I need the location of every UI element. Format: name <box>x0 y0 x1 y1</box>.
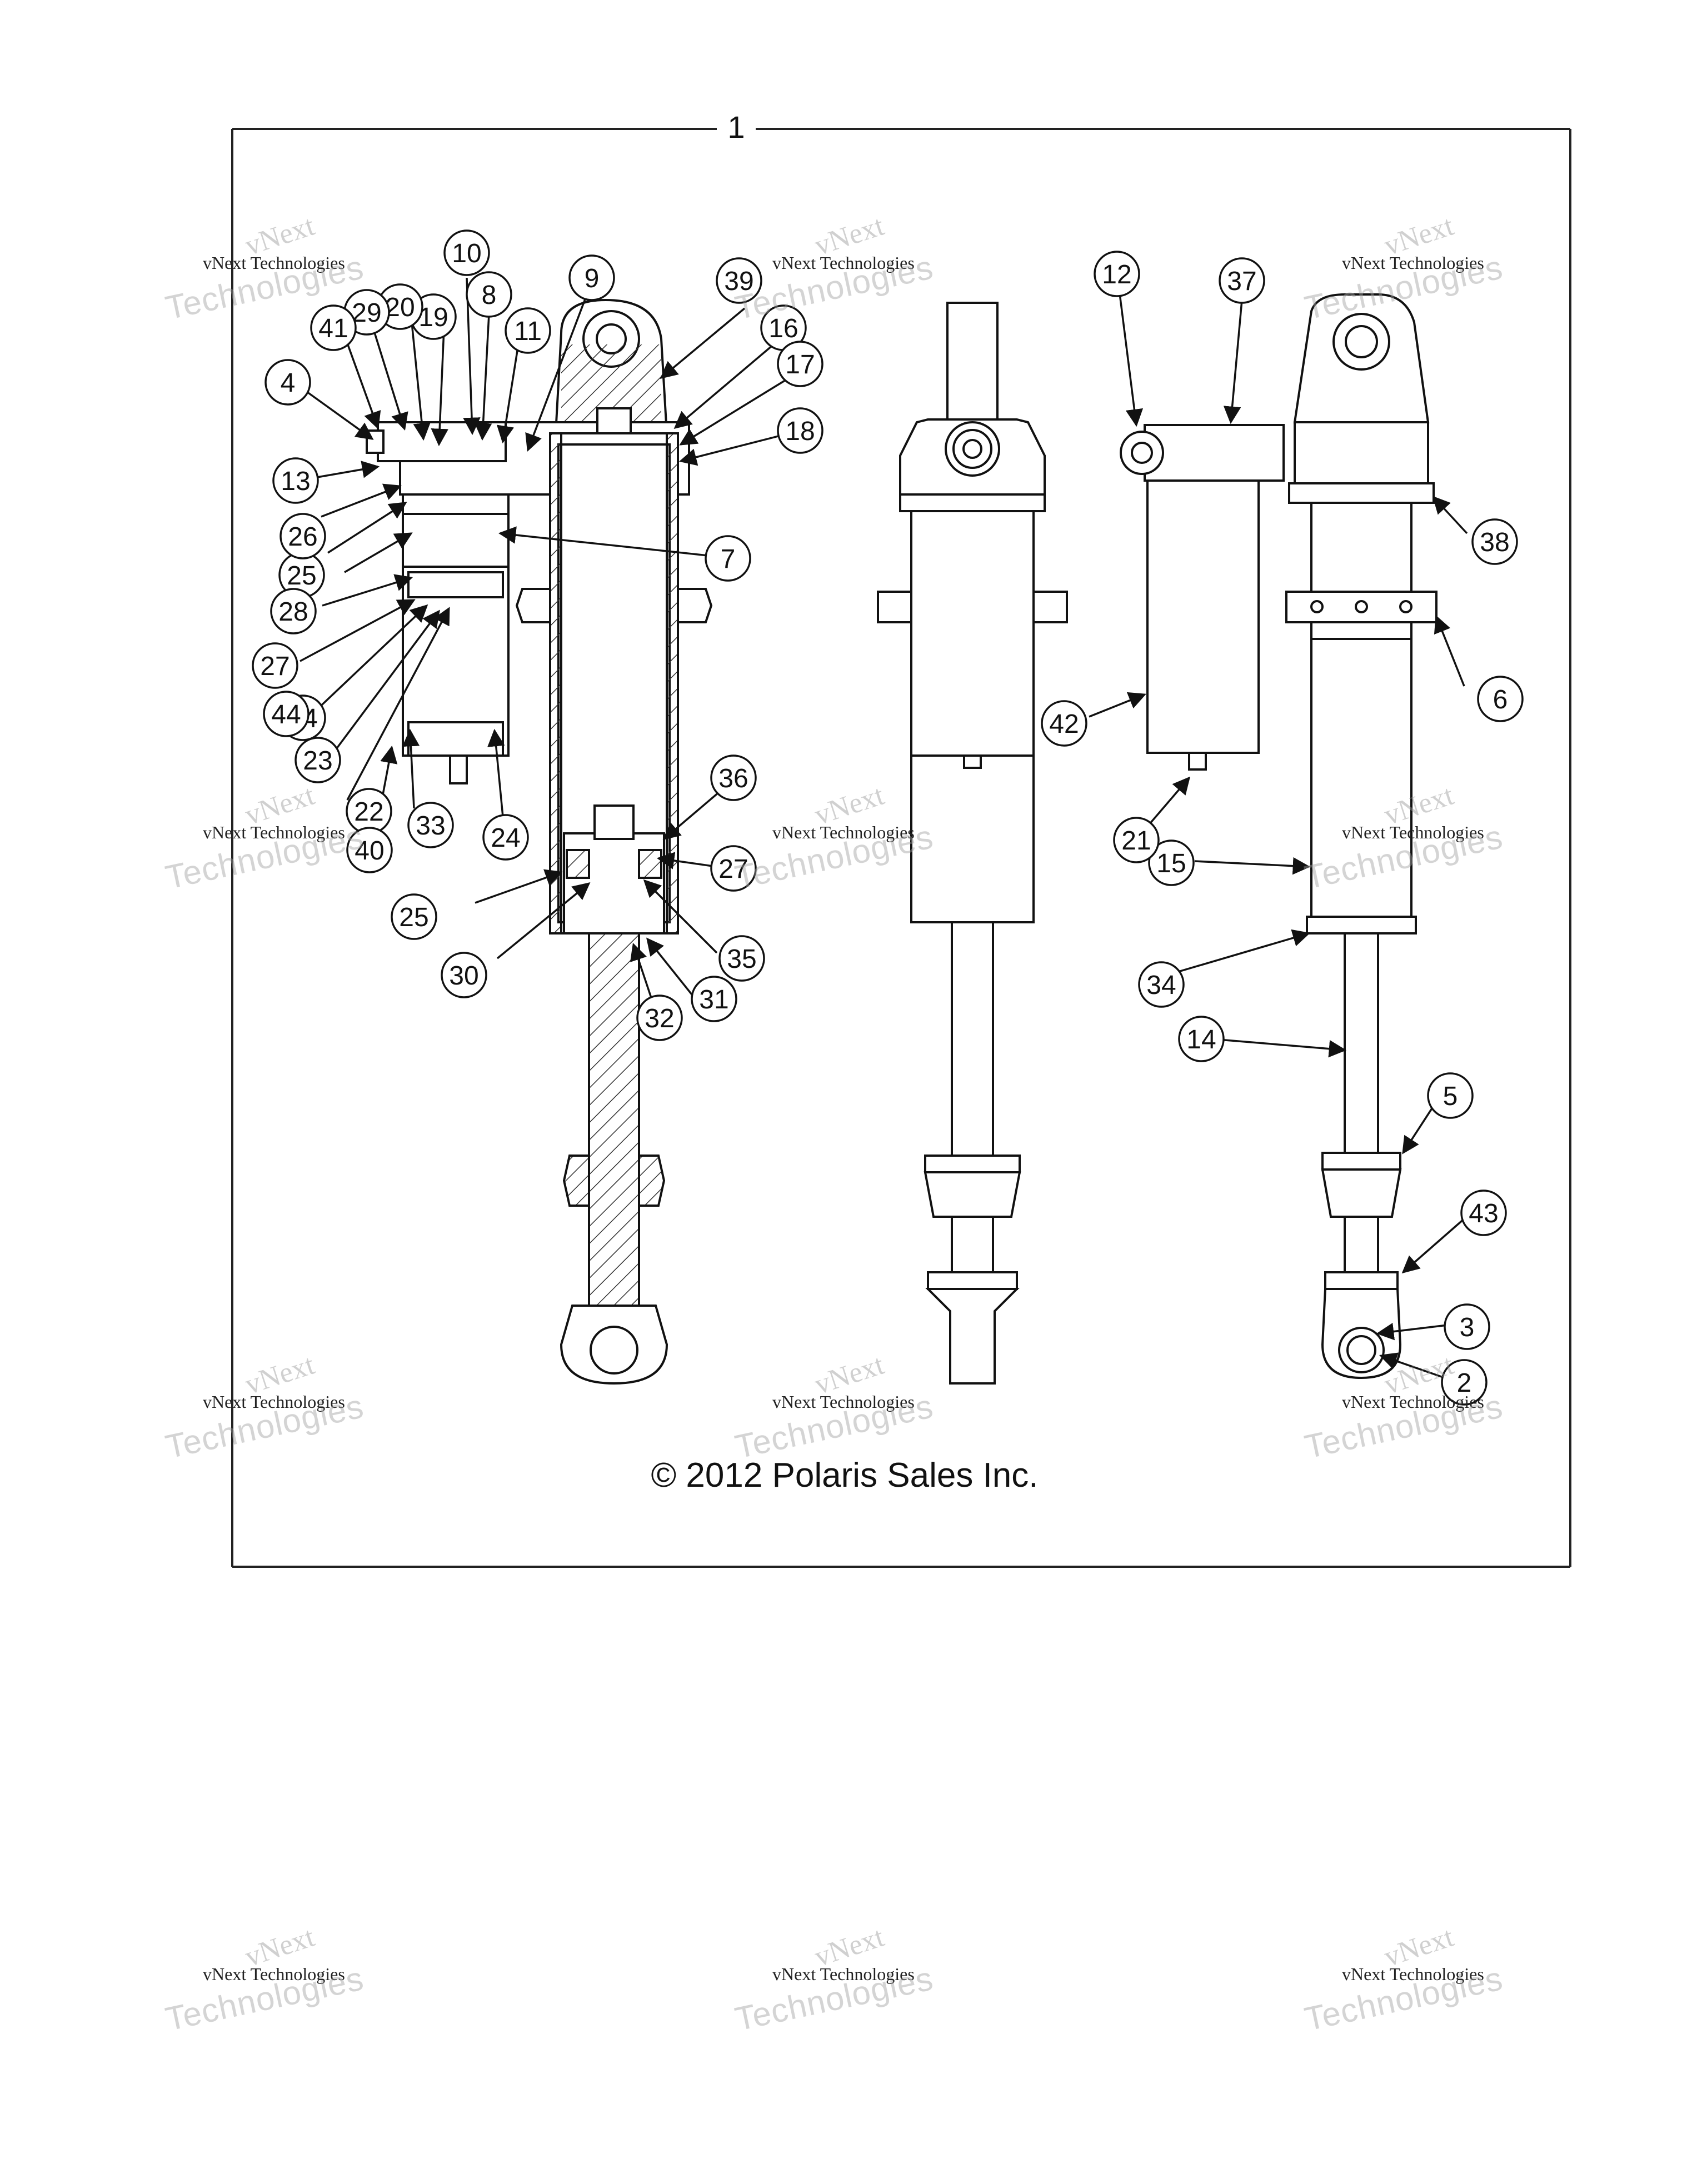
shock-front-view <box>877 302 1068 1385</box>
callout-label: 22 <box>354 797 383 827</box>
callout-29: 29 <box>343 289 390 336</box>
callout-34: 34 <box>1138 961 1185 1008</box>
callout-26: 26 <box>279 513 326 559</box>
callout-16: 16 <box>760 304 807 351</box>
callout-label: 34 <box>1146 971 1176 1000</box>
assembly-frame <box>231 128 1571 1568</box>
callout-44: 44 <box>263 691 310 737</box>
callout-31: 31 <box>691 976 737 1022</box>
callout-label: 8 <box>482 281 497 310</box>
callout-balloons: 2345678910111213141516171819202122232424… <box>252 229 1524 1406</box>
callout-7: 7 <box>705 535 751 582</box>
callout-label: 29 <box>352 298 381 328</box>
callout-23: 23 <box>295 737 341 783</box>
callout-label: 3 <box>1460 1313 1475 1342</box>
callout-label: 20 <box>385 293 415 322</box>
callout-35: 35 <box>718 935 765 982</box>
callout-label: 25 <box>287 561 316 591</box>
callout-label: 23 <box>303 746 332 776</box>
callout-24: 24 <box>482 814 529 861</box>
callout-38: 38 <box>1471 518 1518 565</box>
callout-label: 36 <box>718 764 748 793</box>
callout-28: 28 <box>270 588 317 634</box>
callout-label: 4 <box>281 368 296 398</box>
callout-33: 33 <box>407 802 454 848</box>
callout-label: 16 <box>768 314 798 343</box>
callout-label: 2 <box>1457 1368 1472 1398</box>
callout-label: 5 <box>1443 1082 1458 1111</box>
callout-22: 22 <box>346 788 392 834</box>
callout-37: 37 <box>1219 257 1265 304</box>
callout-label: 27 <box>260 652 290 681</box>
callout-label: 43 <box>1469 1199 1498 1228</box>
callout-2: 2 <box>1441 1359 1488 1406</box>
callout-label: 42 <box>1049 709 1079 739</box>
callout-8: 8 <box>466 271 512 318</box>
callout-label: 21 <box>1121 826 1151 856</box>
callout-label: 27 <box>718 854 748 884</box>
callout-10: 10 <box>443 229 490 276</box>
callout-label: 28 <box>278 597 308 627</box>
callout-11: 11 <box>505 307 551 354</box>
callout-label: 40 <box>355 836 384 866</box>
callout-label: 9 <box>585 264 600 293</box>
callout-42: 42 <box>1041 700 1087 747</box>
callout-label: 13 <box>281 467 310 496</box>
callout-6: 6 <box>1477 676 1524 722</box>
callout-12: 12 <box>1094 251 1140 297</box>
callout-40: 40 <box>346 827 393 873</box>
callout-label: 11 <box>514 317 542 346</box>
callout-19: 19 <box>410 293 457 340</box>
callout-label: 6 <box>1493 685 1508 714</box>
callout-label: 38 <box>1480 528 1509 557</box>
callout-label: 26 <box>288 522 317 552</box>
callout-43: 43 <box>1460 1190 1507 1236</box>
callout-label: 24 <box>491 823 520 853</box>
callout-18: 18 <box>777 407 823 454</box>
copyright-notice: © 2012 Polaris Sales Inc. <box>651 1456 1039 1495</box>
callout-label: 31 <box>699 985 728 1014</box>
assembly-number-label: 1 <box>727 109 745 144</box>
callout-14: 14 <box>1178 1016 1225 1062</box>
callout-label: 32 <box>645 1004 674 1033</box>
callout-41: 41 <box>310 304 357 351</box>
callout-15: 15 <box>1148 839 1195 886</box>
shock-cross-section <box>366 298 713 1385</box>
callout-30: 30 <box>441 952 487 998</box>
callout-label: 14 <box>1186 1025 1216 1054</box>
callout-3: 3 <box>1444 1303 1490 1350</box>
callout-label: 19 <box>418 303 448 332</box>
callout-label: 41 <box>318 314 348 343</box>
callout-9: 9 <box>568 254 615 301</box>
callout-27: 27 <box>252 642 298 689</box>
callout-25: 25 <box>391 893 437 940</box>
callout-5: 5 <box>1427 1072 1474 1119</box>
callout-4: 4 <box>264 359 311 406</box>
shock-side-view <box>1120 293 1438 1380</box>
callout-17: 17 <box>777 341 823 387</box>
callout-13: 13 <box>272 457 319 504</box>
callout-label: 10 <box>452 239 481 268</box>
callout-label: 39 <box>724 267 753 296</box>
callout-21: 21 <box>1113 817 1160 863</box>
callout-27: 27 <box>710 845 757 892</box>
callout-label: 15 <box>1156 849 1186 878</box>
callout-label: 7 <box>721 544 736 574</box>
callout-label: 37 <box>1227 267 1256 296</box>
callout-label: 25 <box>399 903 428 932</box>
callout-label: 33 <box>416 811 445 841</box>
callout-label: 35 <box>727 944 756 974</box>
callout-label: 18 <box>785 417 815 446</box>
callout-39: 39 <box>716 257 762 304</box>
callout-label: 17 <box>785 350 815 379</box>
callout-label: 12 <box>1102 260 1131 289</box>
callout-label: 30 <box>449 961 478 991</box>
callout-32: 32 <box>636 994 683 1041</box>
callout-36: 36 <box>710 754 757 801</box>
callout-label: 44 <box>271 700 301 729</box>
